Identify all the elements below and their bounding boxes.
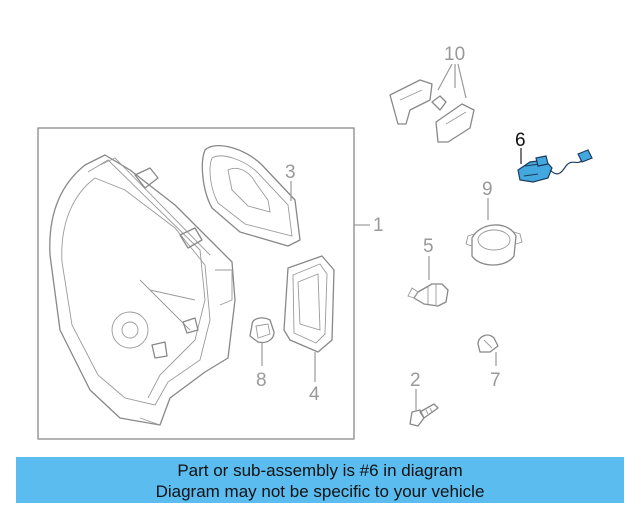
assembly-frame [37,127,355,440]
rear-cover-part-3[interactable] [201,145,301,247]
screw-part-2[interactable] [409,403,439,427]
bracket-part-10[interactable] [389,79,475,143]
callout-9: 9 [482,179,493,200]
banner-line-2: Diagram may not be specific to your vehi… [155,482,485,501]
callout-10: 10 [444,44,465,65]
callout-7: 7 [490,370,501,391]
headlamp-housing-part-1[interactable] [49,154,236,426]
callout-1: 1 [373,215,384,236]
socket-part-8[interactable] [249,317,275,344]
headlamp-bulb-part-5[interactable] [407,283,449,307]
banner-line-1: Part or sub-assembly is #6 in diagram [177,461,463,480]
callout-3: 3 [285,162,296,183]
caption-banner: Part or sub-assembly is #6 in diagram Di… [16,457,624,503]
rect-cover-part-4[interactable] [283,255,335,353]
retaining-ring-part-9[interactable] [465,224,523,266]
parts-diagram: 1 3 4 8 10 6 [37,44,593,440]
callout-8: 8 [256,370,267,391]
callout-6: 6 [515,130,526,151]
callout-5: 5 [423,236,434,257]
bulb-harness-part-6[interactable] [517,149,593,183]
wedge-bulb-part-7[interactable] [477,334,499,353]
callout-2: 2 [410,370,421,391]
callout-4: 4 [309,384,320,405]
